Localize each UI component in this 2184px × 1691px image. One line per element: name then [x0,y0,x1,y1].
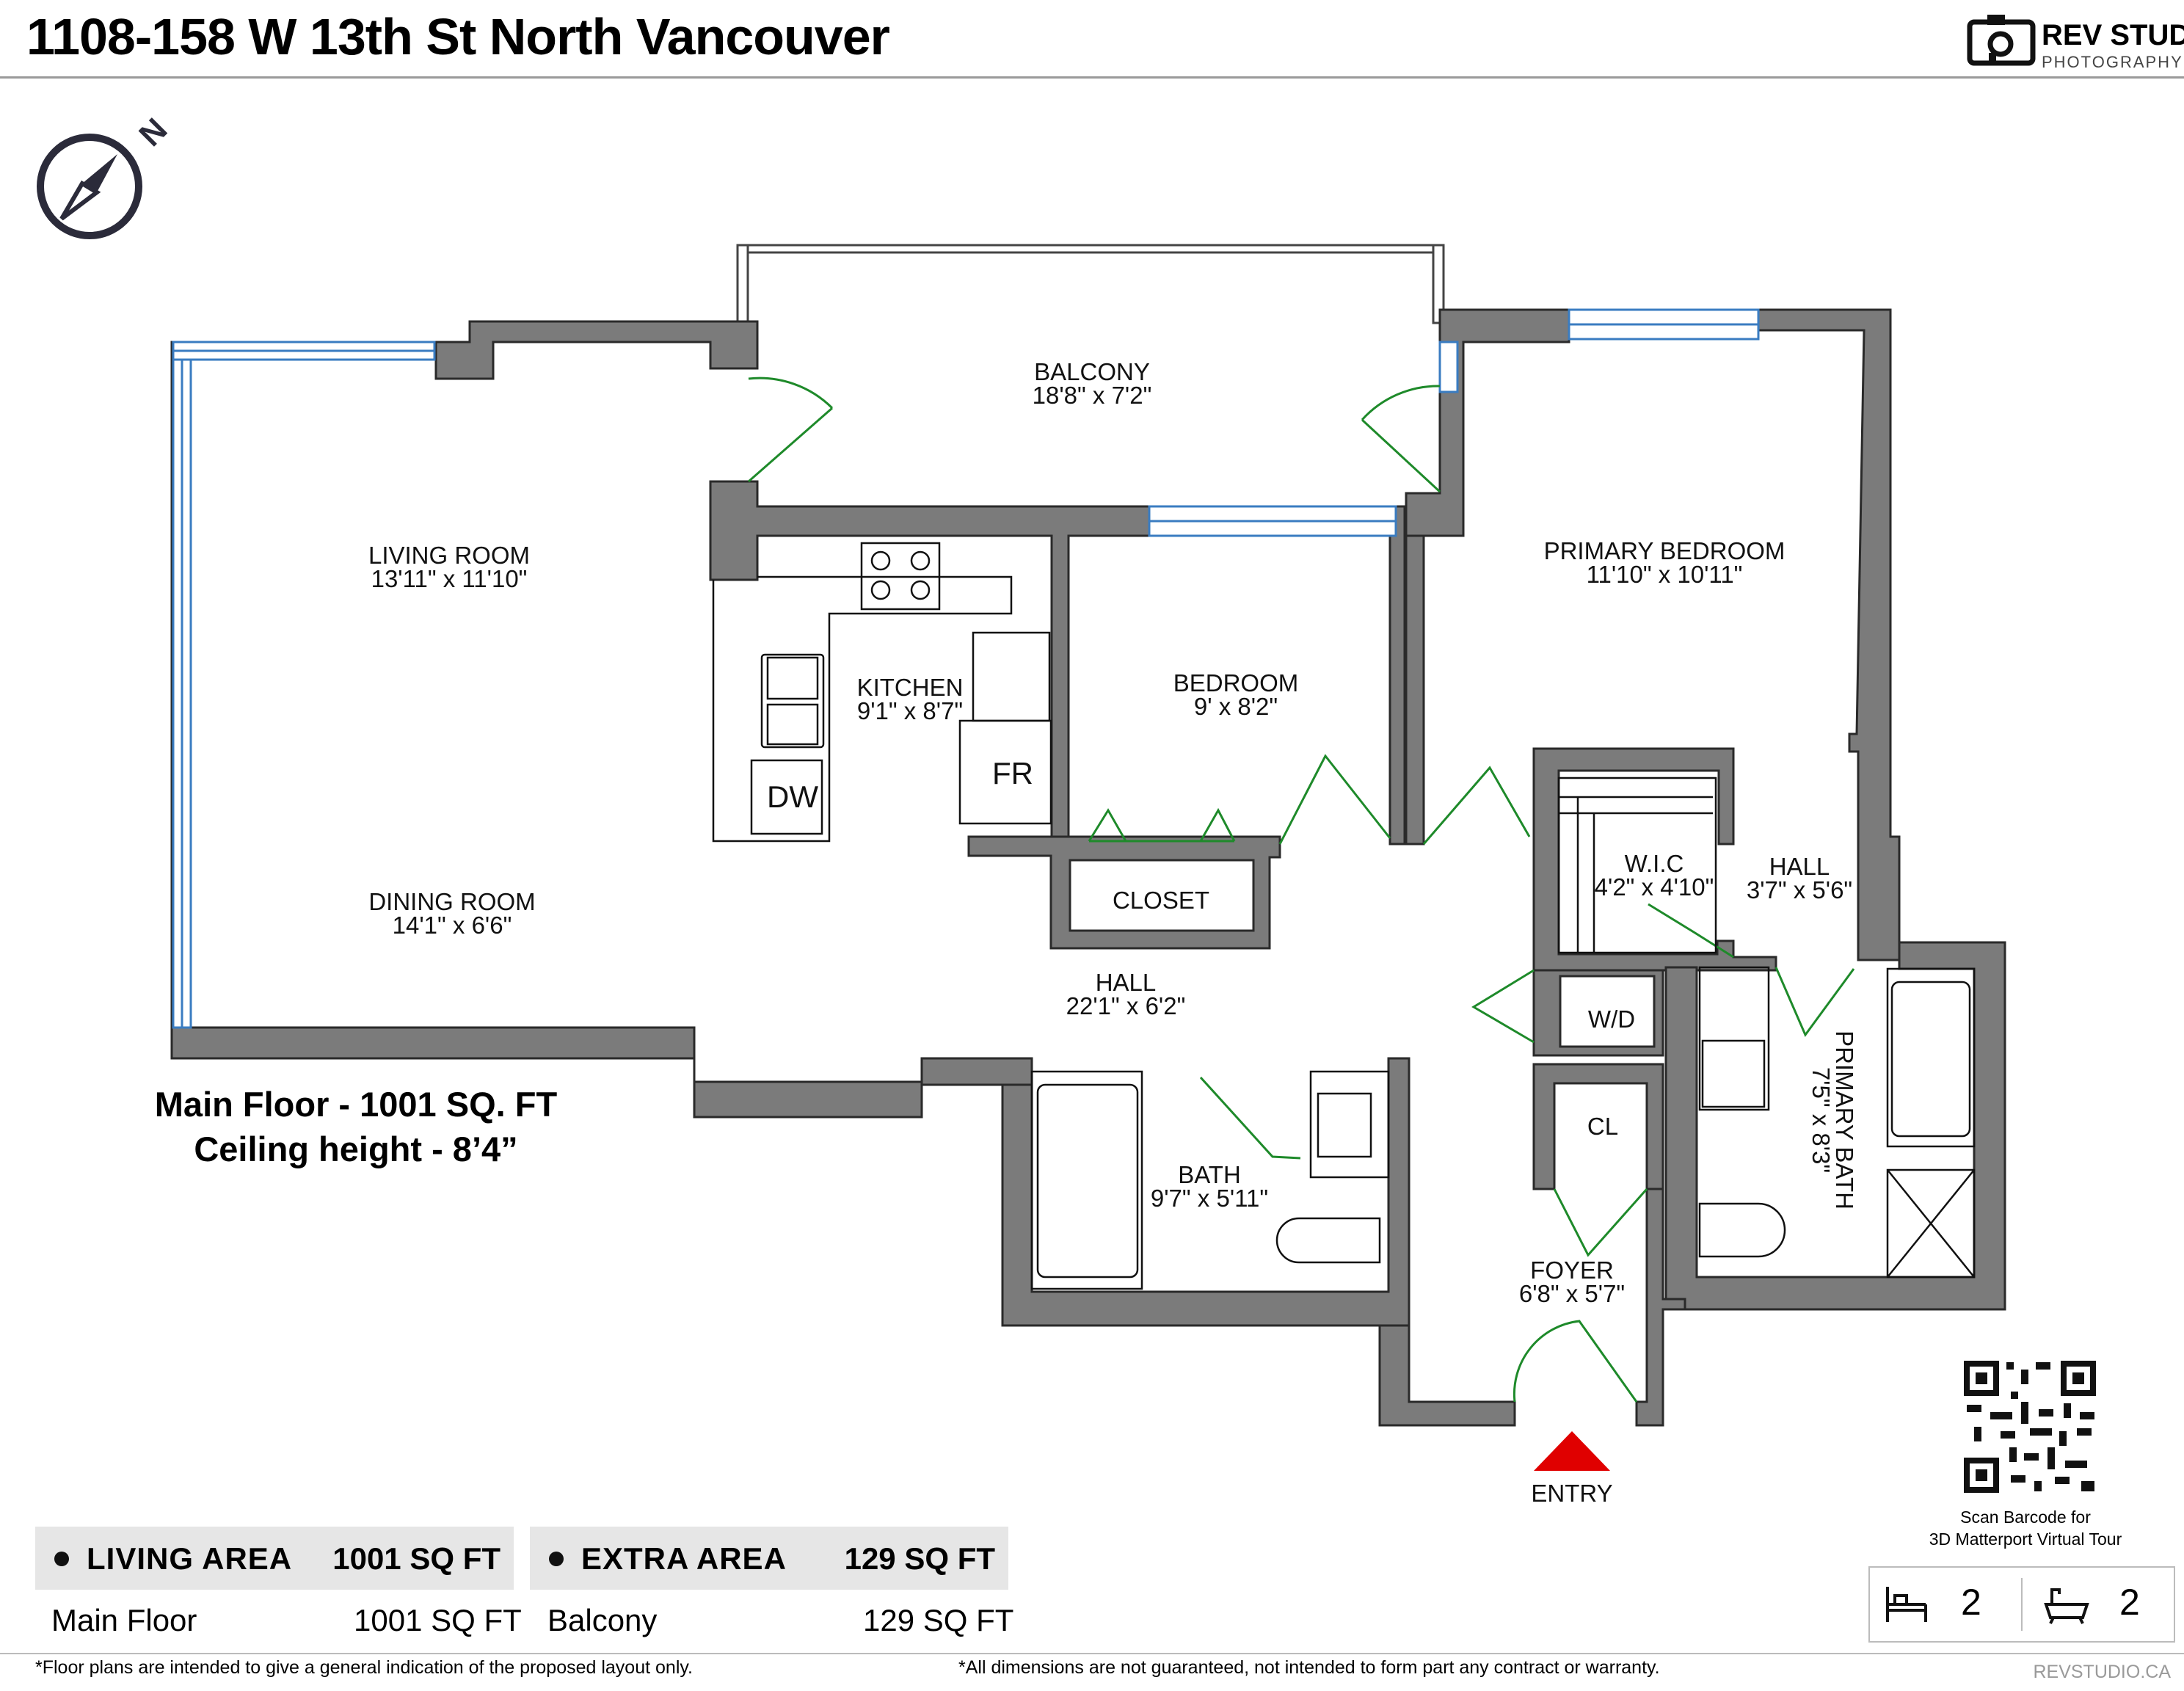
kitchen-dims: 9'1" x 8'7" [857,697,963,724]
footer-disclaimer-left: *Floor plans are intended to give a gene… [35,1657,693,1678]
foyer-label: FOYER [1530,1257,1614,1284]
living-area-row-value: 1001 SQ FT [354,1603,522,1637]
logo-subtitle: PHOTOGRAPHY [2042,53,2183,71]
doors [748,377,1855,1403]
bath-fixtures [1030,777,1976,1290]
hall-dims: 22'1" x 6'2" [1066,992,1186,1019]
footer-disclaimer-center: *All dimensions are not guaranteed, not … [958,1657,1660,1678]
qr-caption-line1: Scan Barcode for [1960,1508,2091,1527]
living-area-title: LIVING AREA [87,1541,293,1576]
ceiling-height-line: Ceiling height - 8’4” [194,1130,518,1168]
washer-dryer-label: W/D [1588,1005,1635,1033]
balcony-railing [736,244,1445,327]
brand-logo: REV STUDIO PHOTOGRAPHY [1967,9,2184,75]
compass-label: N [132,112,174,153]
wic-label: W.I.C [1625,850,1684,877]
balcony-dims: 18'8" x 7'2" [1033,382,1152,409]
fridge-label: FR [992,756,1033,790]
bullet-icon [549,1552,564,1566]
dishwasher-label: DW [767,779,818,814]
bedroom-dims: 9' x 8'2" [1194,693,1278,720]
closet-label: CLOSET [1113,887,1209,914]
walls [170,308,2006,1427]
living-area-row-label: Main Floor [51,1603,197,1637]
primary-bedroom-label: PRIMARY BEDROOM [1544,537,1786,564]
entry-label: ENTRY [1531,1480,1612,1507]
living-room-label: LIVING ROOM [368,542,530,569]
bath-dims: 9'7" x 5'11" [1151,1185,1268,1212]
balcony-label: BALCONY [1034,358,1150,385]
closet-small-label: CL [1587,1113,1618,1140]
room-counts: 2 2 [1868,1566,2175,1643]
count-divider [2021,1578,2023,1631]
bullet-icon [54,1552,69,1566]
extra-area-title: EXTRA AREA [581,1541,787,1576]
bedroom-count: 2 [1961,1582,1981,1623]
footer-website: REVSTUDIO.CA [2033,1662,2171,1682]
logo-name: REV STUDIO [2042,19,2184,51]
page-title: 1108-158 W 13th St North Vancouver [26,8,890,65]
primary-bath-dims: 7'5" x 8'3" [1808,1067,1835,1173]
kitchen-fixtures [712,542,1052,843]
qr-caption-line2: 3D Matterport Virtual Tour [1929,1530,2122,1549]
camera-icon [1967,15,2036,66]
extra-area-total: 129 SQ FT [844,1541,995,1576]
extra-area-row-label: Balcony [547,1603,658,1637]
qr-code [1964,1361,2096,1493]
entry-arrow-icon [1534,1431,1610,1471]
hall-small-label: HALL [1769,853,1830,880]
qr-caption: Scan Barcode for 3D Matterport Virtual T… [1915,1506,2136,1550]
bathroom-count: 2 [2119,1582,2140,1623]
dining-room-dims: 14'1" x 6'6" [393,912,512,939]
hall-label: HALL [1096,969,1157,996]
bedroom-label: BEDROOM [1173,669,1299,697]
room-labels: BALCONY 18'8" x 7'2" LIVING ROOM 13'11" … [368,358,1858,1307]
extra-area-row-value: 129 SQ FT [863,1603,1014,1637]
primary-bath-label: PRIMARY BATH [1831,1030,1858,1210]
entry-marker: ENTRY [1531,1431,1613,1507]
dining-room-label: DINING ROOM [368,888,535,915]
foyer-dims: 6'8" x 5'7" [1519,1280,1625,1307]
living-room-dims: 13'11" x 11'10" [371,565,528,592]
hall-small-dims: 3'7" x 5'6" [1747,876,1852,903]
extra-area-header: EXTRA AREA 129 SQ FT [530,1527,1008,1590]
header-divider [0,76,2184,79]
primary-bedroom-dims: 11'10" x 10'11" [1587,561,1743,588]
bath-label: BATH [1178,1161,1241,1188]
floor-info: Main Floor - 1001 SQ. FT Ceiling height … [117,1082,594,1171]
wic-dims: 4'2" x 4'10" [1595,873,1714,901]
windows [172,308,1760,1029]
bed-icon [1886,1587,1927,1622]
living-area-total: 1001 SQ FT [332,1541,500,1576]
bathtub-icon [2044,1588,2089,1624]
compass-icon: N [37,112,174,239]
kitchen-label: KITCHEN [857,674,964,701]
floor-area-line: Main Floor - 1001 SQ. FT [154,1085,558,1124]
footer-divider [0,1653,2184,1654]
living-area-header: LIVING AREA 1001 SQ FT [35,1527,514,1590]
